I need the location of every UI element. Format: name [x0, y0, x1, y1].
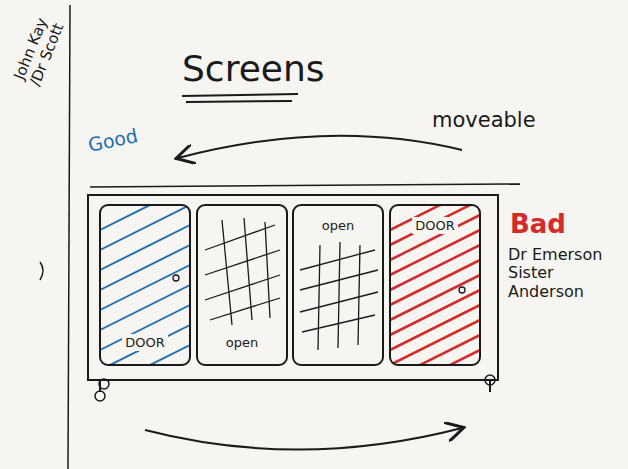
names-note: John Kay /Dr Scott — [11, 2, 73, 89]
screen-panel: open — [293, 205, 383, 365]
screen-panel: DOOR — [390, 205, 480, 365]
panel-label: DOOR — [412, 217, 458, 234]
panel-label: DOOR — [122, 334, 168, 351]
screen-panel: DOOR — [100, 205, 190, 365]
title: Screens — [182, 48, 325, 89]
moveable-note: moveable — [432, 108, 536, 132]
screen-panel: open — [197, 205, 287, 365]
panel-label: open — [223, 334, 261, 351]
names-note: Dr Emerson Sister Anderson — [508, 246, 620, 301]
panel-label: open — [319, 217, 357, 234]
bad-note: Bad — [510, 210, 566, 240]
good-note: Good — [86, 125, 139, 157]
